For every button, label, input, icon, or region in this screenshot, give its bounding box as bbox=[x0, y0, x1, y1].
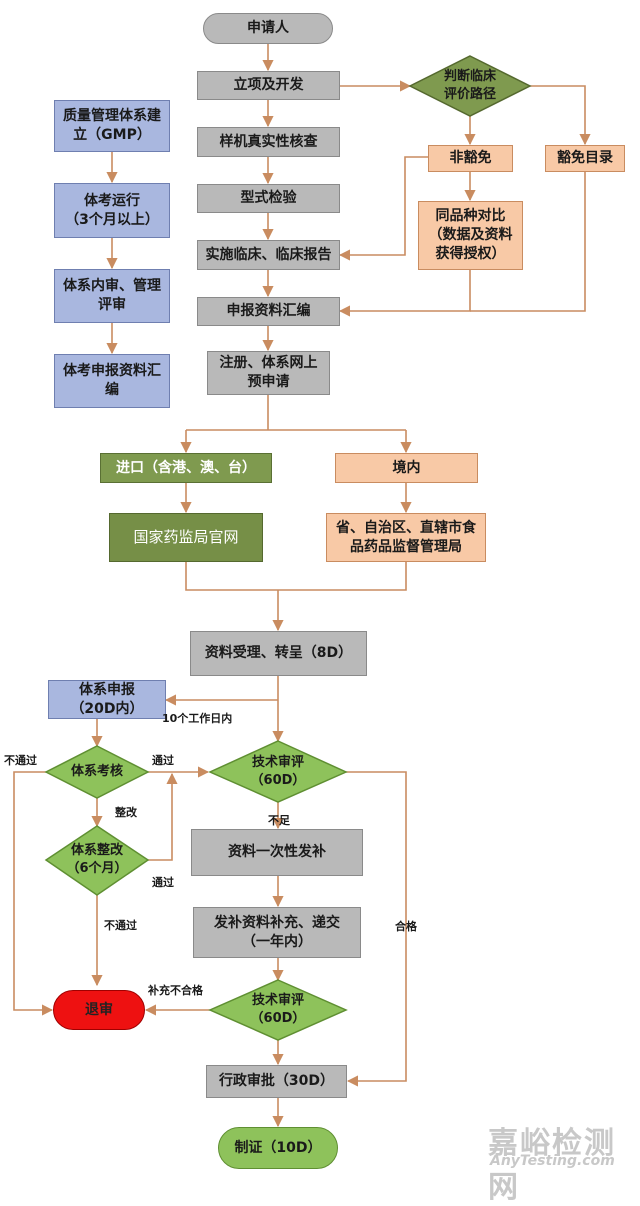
label-pass2: 通过 bbox=[152, 876, 174, 889]
label-qualified: 合格 bbox=[395, 920, 417, 933]
node-certify: 制证（10D） bbox=[218, 1127, 338, 1169]
node-type-test: 型式检验 bbox=[197, 184, 340, 213]
label-supp-fail: 补充不合格 bbox=[148, 984, 203, 997]
node-import: 进口（含港、澳、台） bbox=[100, 453, 272, 483]
node-provincial: 省、自治区、直辖市食 品药品监督管理局 bbox=[326, 513, 486, 562]
node-project: 立项及开发 bbox=[197, 71, 340, 100]
node-same-compare: 同品种对比 （数据及资料 获得授权） bbox=[418, 201, 523, 270]
tech-review1-diamond bbox=[208, 740, 348, 803]
node-qms-run: 体考运行 （3个月以上） bbox=[54, 183, 170, 238]
edge-inspect-reject bbox=[13, 771, 54, 1016]
label-fail2: 不通过 bbox=[104, 919, 137, 932]
qms-inspect-diamond bbox=[44, 745, 150, 799]
node-admin-approve: 行政审批（30D） bbox=[206, 1065, 347, 1098]
watermark-en: AnyTesting.com bbox=[490, 1153, 615, 1169]
node-reject: 退审 bbox=[53, 990, 145, 1030]
node-applicant: 申请人 bbox=[203, 13, 333, 44]
edge-tech1-admin bbox=[346, 771, 407, 1087]
edge-judge-exempt bbox=[530, 85, 591, 146]
edge-nmpa-merge bbox=[185, 562, 407, 591]
node-supplement-submit: 发补资料补充、递交 （一年内） bbox=[193, 907, 361, 958]
node-qms-compile: 体考申报资料汇 编 bbox=[54, 354, 170, 408]
node-qms-report: 体系申报 （20D内） bbox=[48, 680, 166, 719]
edge-exempt-compile bbox=[470, 172, 586, 312]
edge-nonexempt-clinical bbox=[338, 156, 428, 261]
watermark-cn: 嘉峪检测网 bbox=[488, 1126, 616, 1205]
node-sample-check: 样机真实性核查 bbox=[197, 127, 340, 157]
edge-compare-compile bbox=[338, 270, 471, 317]
label-insufficient: 不足 bbox=[268, 814, 290, 827]
flow-connectors bbox=[13, 44, 591, 1128]
edge-rectify-pass bbox=[148, 772, 178, 861]
label-pass-right: 通过 bbox=[152, 754, 174, 767]
node-accept: 资料受理、转呈（8D） bbox=[190, 631, 367, 676]
label-rectify: 整改 bbox=[115, 806, 137, 819]
node-register: 注册、体系网上 预申请 bbox=[207, 351, 330, 395]
node-compile: 申报资料汇编 bbox=[197, 297, 340, 326]
node-exempt-list: 豁免目录 bbox=[545, 145, 625, 172]
node-non-exempt: 非豁免 bbox=[428, 145, 513, 172]
node-domestic: 境内 bbox=[335, 453, 478, 483]
qms-rectify-diamond bbox=[44, 825, 150, 896]
node-one-supplement: 资料一次性发补 bbox=[191, 829, 363, 876]
node-qms-build: 质量管理体系建 立（GMP） bbox=[54, 100, 170, 152]
node-qms-audit: 体系内审、管理 评审 bbox=[54, 269, 170, 323]
node-nmpa-site: 国家药监局官网 bbox=[109, 513, 263, 562]
tech-review2-diamond bbox=[208, 979, 348, 1041]
label-fail-left: 不通过 bbox=[4, 754, 37, 767]
node-clinical: 实施临床、临床报告 bbox=[197, 240, 340, 270]
judge-path-diamond bbox=[408, 55, 532, 117]
label-ten-days: 10个工作日内 bbox=[162, 712, 233, 725]
